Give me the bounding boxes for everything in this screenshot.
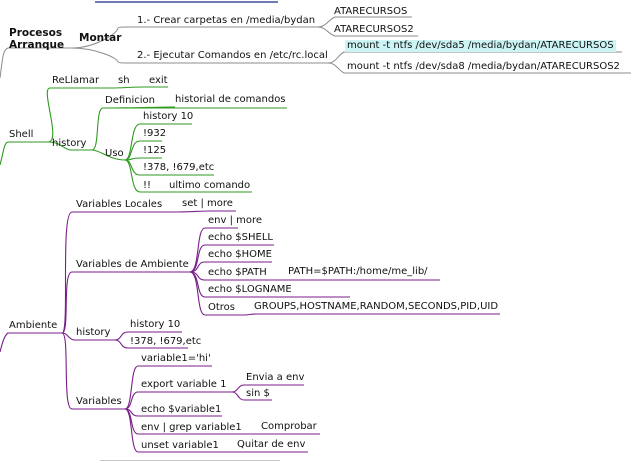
definicion-node[interactable]: Definicion bbox=[105, 95, 155, 106]
ultimo-comando[interactable]: ultimo comando bbox=[169, 180, 251, 191]
amb-item-echo-shell[interactable]: echo $SHELL bbox=[208, 232, 273, 243]
variables-de-ambiente-node[interactable]: Variables de Ambiente bbox=[76, 259, 189, 270]
amb-item-otros[interactable]: Otros bbox=[208, 302, 236, 313]
branches-shell bbox=[0, 86, 287, 193]
var-item-echo[interactable]: echo $variable1 bbox=[141, 404, 222, 415]
procesos-title-line2[interactable]: Arranque bbox=[9, 39, 65, 51]
var-item-env-grep[interactable]: env | grep variable1 bbox=[141, 422, 242, 433]
amb-item-echo-logname[interactable]: echo $LOGNAME bbox=[208, 284, 292, 295]
var-item-unset[interactable]: unset variable1 bbox=[141, 440, 219, 451]
branches-ambiente bbox=[0, 210, 500, 453]
procesos-title-line1[interactable]: Procesos bbox=[9, 27, 63, 39]
montar-node[interactable]: Montar bbox=[79, 32, 122, 44]
ambiente-node[interactable]: Ambiente bbox=[9, 320, 58, 331]
variables-node[interactable]: Variables bbox=[76, 396, 122, 407]
export-envia-a-env[interactable]: Envia a env bbox=[246, 372, 305, 383]
comprobar-node[interactable]: Comprobar bbox=[261, 421, 317, 432]
step2-item-mount-sda8[interactable]: mount -t ntfs /dev/sda8 /media/bydan/ATA… bbox=[347, 61, 620, 72]
uso-item-bang-bang[interactable]: !! bbox=[143, 180, 152, 191]
ambiente-history-node[interactable]: history bbox=[76, 327, 111, 338]
otros-value[interactable]: GROUPS,HOSTNAME,RANDOM,SECONDS,PID,UID bbox=[254, 301, 499, 312]
step2-item-mount-sda5[interactable]: mount -t ntfs /dev/sda5 /media/bydan/ATA… bbox=[345, 40, 616, 52]
step1-node[interactable]: 1.- Crear carpetas en /media/bydan bbox=[137, 15, 316, 26]
step1-item-atarecursos2[interactable]: ATARECURSOS2 bbox=[334, 24, 414, 35]
path-value[interactable]: PATH=$PATH:/home/me_lib/ bbox=[288, 266, 428, 277]
uso-node[interactable]: Uso bbox=[105, 148, 124, 159]
amb-history-item-378-679[interactable]: !378, !679,etc bbox=[130, 336, 202, 347]
amb-item-echo-home[interactable]: echo $HOME bbox=[208, 249, 272, 260]
definicion-value[interactable]: historial de comandos bbox=[175, 94, 286, 105]
amb-item-echo-path[interactable]: echo $PATH bbox=[208, 267, 267, 278]
step2-node[interactable]: 2.- Ejecutar Comandos en /etc/rc.local bbox=[137, 50, 328, 61]
uso-item-history-10[interactable]: history 10 bbox=[143, 111, 194, 122]
uso-item-378-679[interactable]: !378, !679,etc bbox=[143, 162, 215, 173]
branches-gray bbox=[0, 16, 631, 79]
uso-item-932[interactable]: !932 bbox=[143, 128, 167, 139]
shell-history-node[interactable]: history bbox=[52, 138, 87, 149]
export-sin-dollar[interactable]: sin $ bbox=[246, 388, 270, 399]
shell-node[interactable]: Shell bbox=[9, 129, 34, 140]
amb-item-env-more[interactable]: env | more bbox=[208, 215, 263, 226]
rellamar-node[interactable]: ReLlamar bbox=[52, 75, 100, 86]
variables-locales-value[interactable]: set | more bbox=[182, 198, 233, 209]
quitar-de-env-node[interactable]: Quitar de env bbox=[237, 439, 306, 450]
step1-item-atarecursos[interactable]: ATARECURSOS bbox=[334, 6, 408, 17]
variables-locales-node[interactable]: Variables Locales bbox=[76, 199, 163, 210]
var-item-export[interactable]: export variable 1 bbox=[141, 379, 227, 390]
exit-node[interactable]: exit bbox=[149, 75, 168, 86]
var-item-assign[interactable]: variable1='hi' bbox=[141, 353, 211, 364]
amb-history-item-10[interactable]: history 10 bbox=[130, 319, 181, 330]
sh-node[interactable]: sh bbox=[118, 75, 130, 86]
uso-item-125[interactable]: !125 bbox=[143, 145, 167, 156]
